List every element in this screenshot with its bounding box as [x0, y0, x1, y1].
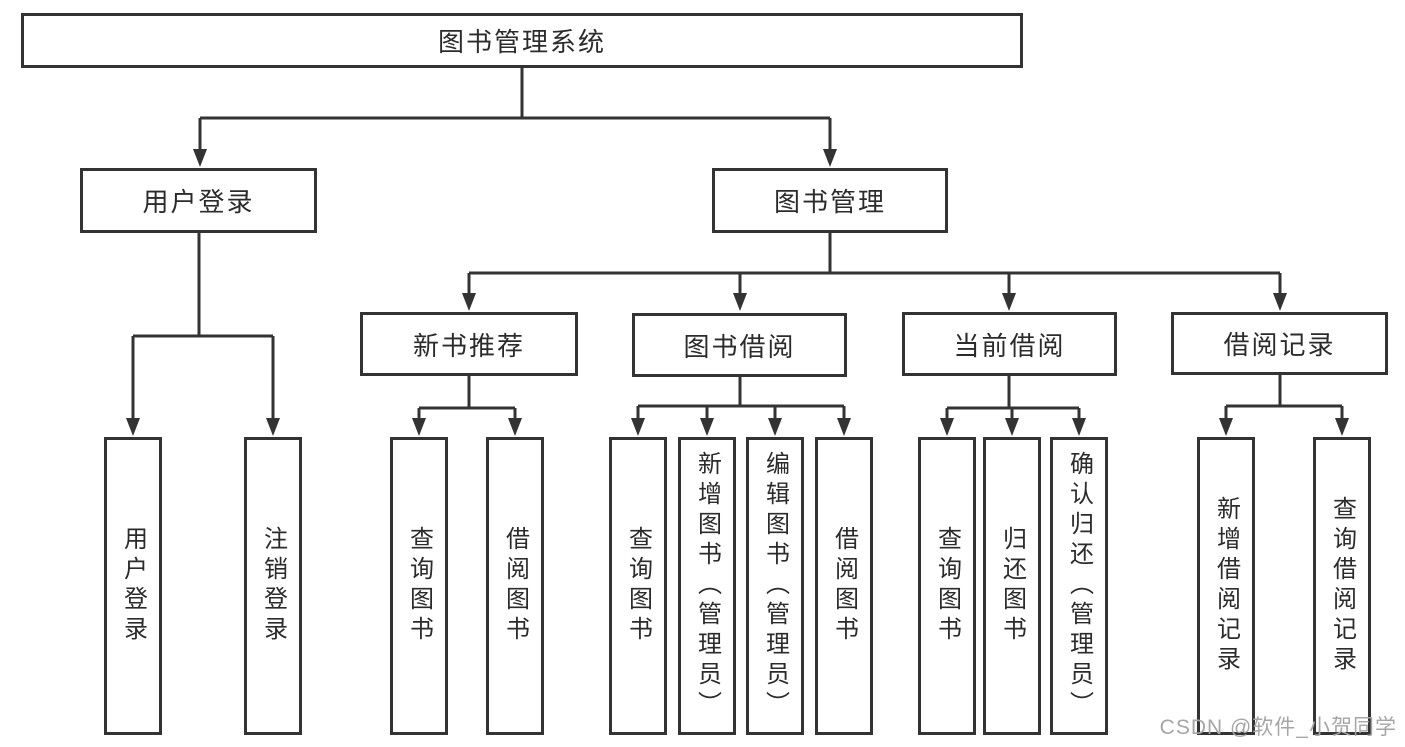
- leaf-confirm-return-admin: 确认归还（管理员）: [1050, 437, 1108, 735]
- node-current-borrow: 当前借阅: [902, 312, 1117, 376]
- arrowheads-book-borrow-children: [631, 418, 851, 436]
- node-user-login: 用户登录: [80, 168, 317, 233]
- arrowheads-borrow-record-children: [1219, 418, 1349, 436]
- leaf-query-borrow-record: 查询借阅记录: [1313, 437, 1371, 735]
- node-book-mgmt: 图书管理: [712, 168, 948, 233]
- arrowheads-current-borrow-children: [940, 418, 1086, 436]
- leaf-borrow-book-2: 借阅图书: [815, 437, 873, 735]
- node-new-book-rec-label: 新书推荐: [412, 330, 525, 361]
- node-book-mgmt-label: 图书管理: [773, 187, 886, 217]
- arrowheads-user-login-children: [126, 418, 280, 436]
- node-book-borrow-label: 图书借阅: [683, 331, 796, 362]
- leaf-return-book: 归还图书: [983, 437, 1041, 735]
- node-root: 图书管理系统: [21, 13, 1023, 68]
- leaf-add-book-admin-label: 新增图书（管理员）: [693, 451, 721, 721]
- leaf-user-login-label: 用户登录: [119, 526, 147, 646]
- node-user-login-label: 用户登录: [142, 187, 255, 217]
- leaf-add-borrow-record-label: 新增借阅记录: [1212, 496, 1240, 676]
- node-borrow-record-label: 借阅记录: [1223, 330, 1336, 360]
- arrowheads-level2: [193, 149, 837, 167]
- connector-book-borrow-children: [636, 377, 846, 420]
- arrowheads-level3: [462, 293, 1287, 311]
- leaf-query-borrow-record-label: 查询借阅记录: [1328, 496, 1356, 676]
- leaf-logout-label: 注销登录: [259, 526, 287, 646]
- node-new-book-rec: 新书推荐: [360, 312, 578, 376]
- leaf-return-book-label: 归还图书: [998, 526, 1026, 646]
- leaf-user-login: 用户登录: [104, 437, 162, 735]
- arrowheads-new-book-children: [412, 418, 522, 436]
- node-borrow-record: 借阅记录: [1171, 312, 1388, 375]
- leaf-add-borrow-record: 新增借阅记录: [1197, 437, 1255, 735]
- leaf-confirm-return-admin-label: 确认归还（管理员）: [1065, 451, 1093, 721]
- leaf-borrow-book-2-label: 借阅图书: [830, 526, 858, 646]
- node-current-borrow-label: 当前借阅: [953, 330, 1066, 361]
- leaf-add-book-admin: 新增图书（管理员）: [678, 437, 736, 735]
- leaf-logout: 注销登录: [244, 437, 302, 735]
- leaf-borrow-book-1: 借阅图书: [486, 437, 544, 735]
- leaf-query-book-1: 查询图书: [390, 437, 448, 735]
- connector-user-login-children: [131, 233, 275, 420]
- leaf-query-book-3: 查询图书: [918, 437, 976, 735]
- node-root-label: 图书管理系统: [437, 27, 606, 57]
- connector-root-to-level2: [198, 68, 832, 151]
- leaf-query-book-2: 查询图书: [609, 437, 667, 735]
- connector-book-mgmt-to-level3: [467, 232, 1282, 295]
- leaf-query-book-2-label: 查询图书: [624, 526, 652, 646]
- leaf-query-book-1-label: 查询图书: [405, 526, 433, 646]
- leaf-query-book-3-label: 查询图书: [933, 526, 961, 646]
- connector-current-borrow-children: [945, 376, 1081, 420]
- csdn-watermark: CSDN @软件_小贺同学: [1159, 716, 1397, 739]
- leaf-edit-book-admin-label: 编辑图书（管理员）: [761, 451, 789, 721]
- connector-new-book-children: [417, 376, 517, 420]
- leaf-borrow-book-1-label: 借阅图书: [501, 526, 529, 646]
- connector-borrow-record-children: [1224, 375, 1344, 420]
- leaf-edit-book-admin: 编辑图书（管理员）: [746, 437, 804, 735]
- node-book-borrow: 图书借阅: [632, 313, 847, 377]
